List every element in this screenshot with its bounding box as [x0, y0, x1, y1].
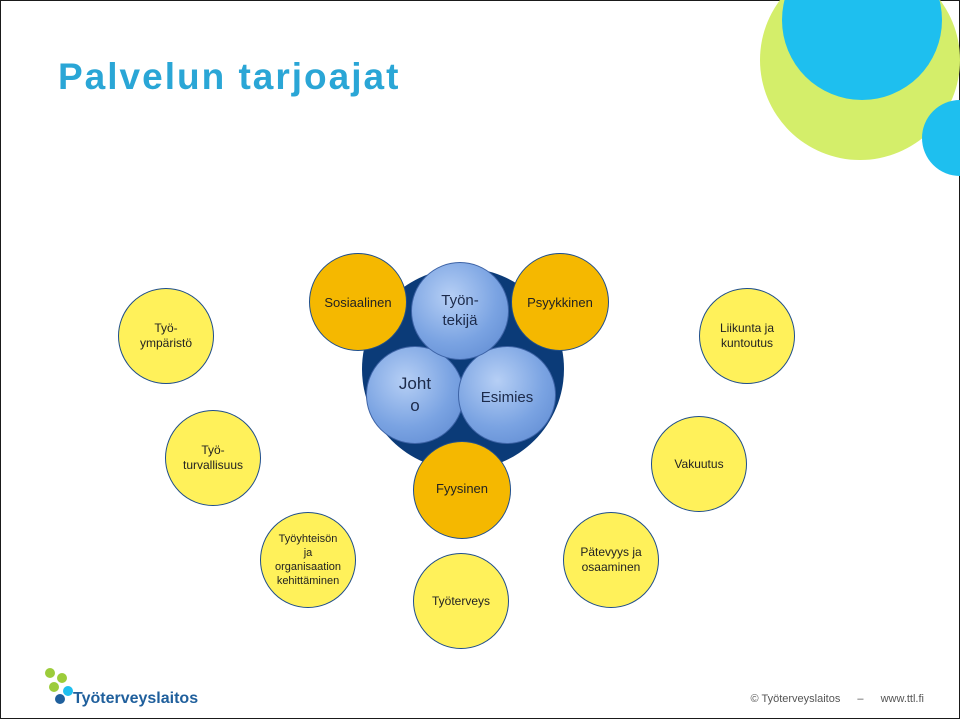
node-label: Esimies [481, 389, 534, 406]
node-psyykkinen: Psyykkinen [511, 253, 609, 351]
node-label: Työyhteisön ja organisaation kehittämine… [275, 532, 341, 588]
node-label: Liikunta ja kuntoutus [720, 321, 774, 351]
node-tyoymparisto: Työ- ympäristö [118, 288, 214, 384]
node-tyoturvallisuus: Työ- turvallisuus [165, 410, 261, 506]
logo-text: Työterveyslaitos [73, 690, 198, 708]
node-tyoterveys: Työterveys [413, 553, 509, 649]
footer: © Työterveyslaitos – www.ttl.fi [737, 693, 924, 705]
node-label: Psyykkinen [527, 295, 593, 310]
node-label: Työterveys [432, 594, 490, 609]
node-liikunta: Liikunta ja kuntoutus [699, 288, 795, 384]
node-sosiaalinen: Sosiaalinen [309, 253, 407, 351]
node-patevyys: Pätevyys ja osaaminen [563, 512, 659, 608]
node-label: Työ- ympäristö [140, 321, 192, 351]
node-johto: Joht o [366, 346, 464, 444]
node-label: Joht o [399, 373, 431, 417]
footer-url[interactable]: www.ttl.fi [881, 693, 924, 705]
node-vakuutus: Vakuutus [651, 416, 747, 512]
node-esimies: Esimies [458, 346, 556, 444]
node-fyysinen: Fyysinen [413, 441, 511, 539]
node-label: Työn- tekijä [441, 291, 479, 331]
node-label: Työ- turvallisuus [183, 443, 243, 473]
node-label: Sosiaalinen [324, 295, 391, 310]
footer-copyright: © Työterveyslaitos [751, 693, 841, 705]
node-tyoyhteison: Työyhteisön ja organisaation kehittämine… [260, 512, 356, 608]
node-label: Vakuutus [674, 457, 723, 472]
node-tyontekija: Työn- tekijä [411, 262, 509, 360]
node-label: Fyysinen [436, 481, 488, 496]
footer-dash: – [857, 693, 863, 705]
slide-title: Palvelun tarjoajat [58, 56, 400, 98]
node-label: Pätevyys ja osaaminen [580, 545, 641, 575]
